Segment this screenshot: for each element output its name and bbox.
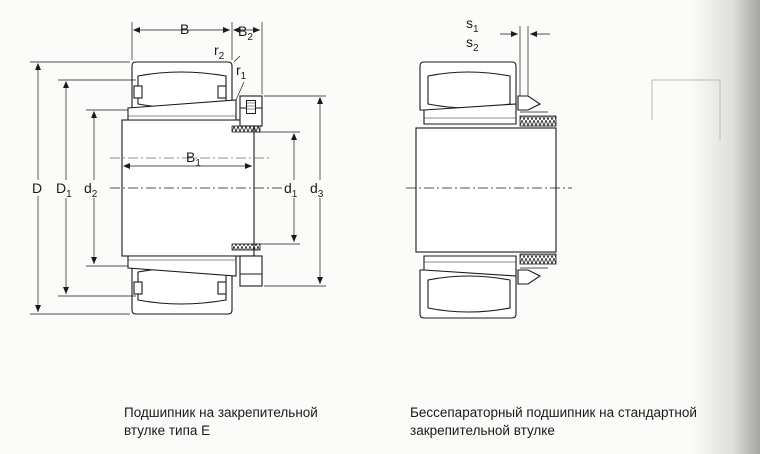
label-d3: d3 <box>310 180 324 200</box>
label-B1: B1 <box>186 149 201 169</box>
label-s1: s1 <box>466 15 479 35</box>
label-D: D <box>32 180 42 196</box>
label-s2: s2 <box>466 34 479 54</box>
lock-nut-bottom <box>239 255 263 287</box>
label-D1: D1 <box>56 180 72 200</box>
label-r2: r2 <box>214 42 225 62</box>
label-B: B <box>180 21 189 37</box>
label-B2: B2 <box>238 23 253 43</box>
left-bearing-drawing <box>30 22 326 315</box>
caption-left: Подшипник на закрепительной втулке типа … <box>124 405 318 438</box>
label-d1: d1 <box>284 180 298 200</box>
background-page-marks <box>651 79 721 140</box>
page-edge-shadow <box>690 0 760 454</box>
caption-right: Бессепараторный подшипник на стандартной… <box>410 405 697 438</box>
label-d2: d2 <box>84 180 98 200</box>
right-bearing-drawing <box>406 26 572 319</box>
label-r1: r1 <box>236 62 247 82</box>
standard-adapter-sleeve <box>415 127 557 253</box>
